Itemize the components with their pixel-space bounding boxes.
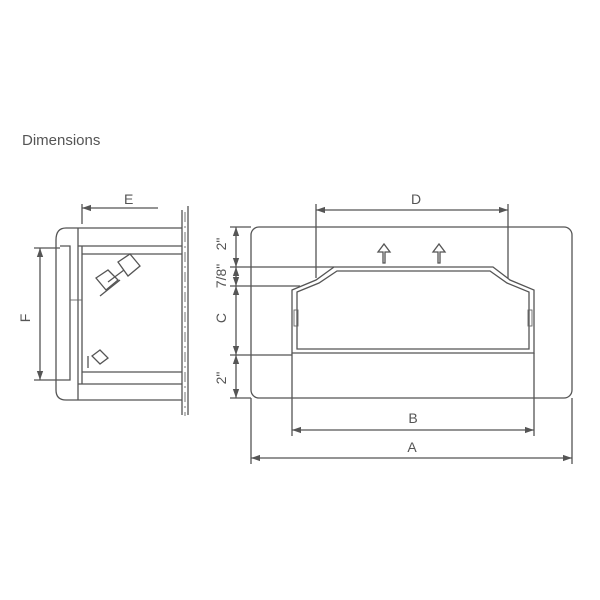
side-view: E F bbox=[17, 191, 189, 416]
dim-label-bottom-2in: 2" bbox=[213, 372, 229, 385]
dim-label-a: A bbox=[407, 439, 417, 455]
dim-label-top-2in: 2" bbox=[213, 238, 229, 251]
dim-label-b: B bbox=[408, 410, 417, 426]
page-title: Dimensions bbox=[22, 132, 101, 149]
front-view: D B A 2" 7/8" C 2" bbox=[213, 191, 573, 464]
clip-bottom-detail bbox=[87, 349, 109, 368]
dim-label-e: E bbox=[124, 191, 133, 207]
dim-label-7-8in: 7/8" bbox=[213, 264, 229, 288]
dim-label-d: D bbox=[411, 191, 421, 207]
up-arrow-icon bbox=[431, 242, 447, 264]
dim-label-f: F bbox=[17, 314, 33, 323]
clip-top-detail bbox=[95, 253, 141, 297]
dim-label-c: C bbox=[213, 313, 229, 323]
up-arrow-icon bbox=[376, 242, 392, 264]
